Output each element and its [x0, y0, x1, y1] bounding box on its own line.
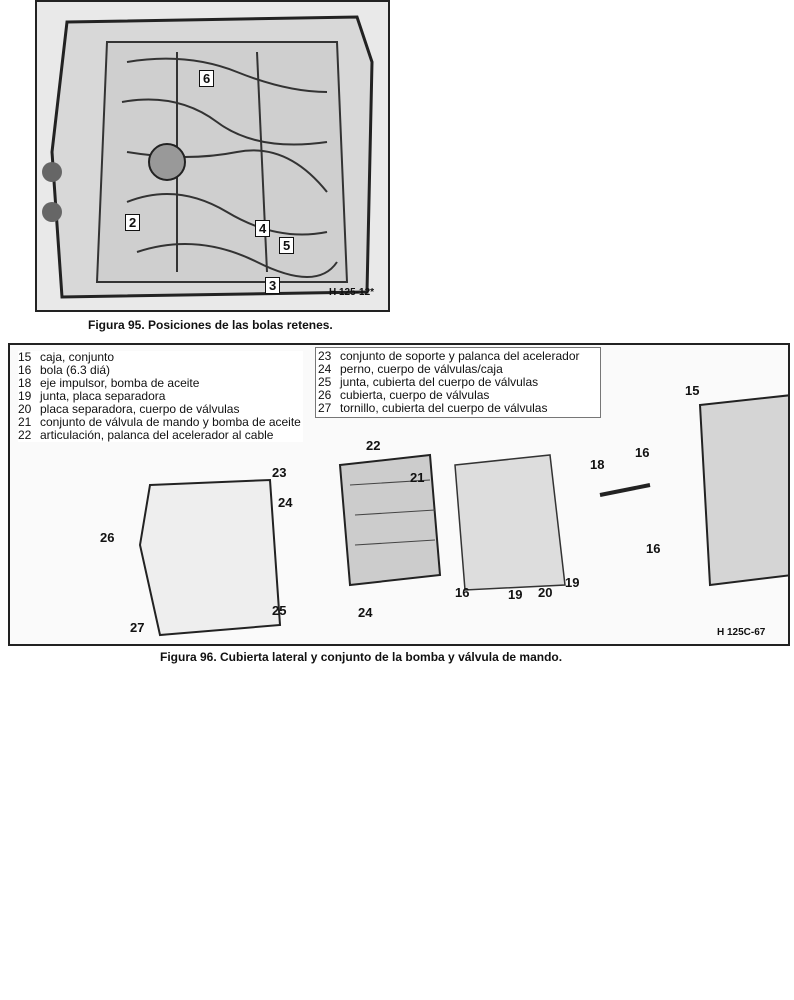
callout-24a: 24 — [278, 495, 293, 510]
legend-item: 19 junta, placa separadora — [18, 390, 303, 403]
legend-item: 23 conjunto de soporte y palanca del acel… — [318, 350, 598, 363]
legend-number: 25 — [318, 375, 332, 389]
legend-number: 19 — [18, 389, 32, 403]
legend-item: 20 placa separadora, cuerpo de válvulas — [18, 403, 303, 416]
callout-4: 4 — [255, 220, 271, 237]
callout-26: 26 — [100, 530, 115, 545]
figure-95-illustration: 6 2 4 5 3 H 125-12* — [35, 0, 390, 312]
legend-number: 18 — [18, 376, 32, 390]
legend-item: 25 junta, cubierta del cuerpo de válvulas — [318, 376, 598, 389]
callout-22: 22 — [366, 438, 381, 453]
legend-number: 21 — [18, 415, 32, 429]
callout-19b: 19 — [565, 575, 580, 590]
figure-96-illustration: 15 caja, conjunto 16 bola (6.3 diá) 18 eje … — [8, 343, 790, 646]
legend-left: 15 caja, conjunto 16 bola (6.3 diá) 18 eje … — [18, 351, 303, 442]
callout-5: 5 — [279, 237, 295, 254]
legend-text: cubierta, cuerpo de válvulas — [340, 388, 490, 402]
legend-item: 26 cubierta, cuerpo de válvulas — [318, 389, 598, 402]
legend-text: perno, cuerpo de válvulas/caja — [340, 362, 503, 376]
callout-15: 15 — [685, 383, 700, 398]
legend-text: conjunto de soporte y palanca del aceler… — [340, 349, 580, 363]
legend-text: articulación, palanca del acelerador al … — [40, 428, 274, 442]
callout-6: 6 — [199, 70, 215, 87]
legend-number: 24 — [318, 362, 332, 376]
callout-21: 21 — [410, 470, 425, 485]
valve-body-drawing — [42, 15, 374, 299]
callout-16b: 16 — [635, 445, 650, 460]
legend-number: 27 — [318, 401, 332, 415]
legend-text: junta, cubierta del cuerpo de válvulas — [340, 375, 539, 389]
legend-number: 23 — [318, 349, 332, 363]
legend-item: 16 bola (6.3 diá) — [18, 364, 303, 377]
callout-27: 27 — [130, 620, 145, 635]
figure-code: H 125-12* — [329, 287, 375, 298]
legend-item: 18 eje impulsor, bomba de aceite — [18, 377, 303, 390]
legend-number: 20 — [18, 402, 32, 416]
legend-item: 27 tornillo, cubierta del cuerpo de válvu… — [318, 402, 598, 415]
legend-text: conjunto de válvula de mando y bomba de … — [40, 415, 301, 429]
pump-valve-assembly-drawing — [138, 394, 788, 637]
callout-16a: 16 — [455, 585, 470, 600]
figure-code: H 125C-67 — [717, 627, 766, 638]
legend-number: 22 — [18, 428, 32, 442]
callout-3: 3 — [265, 277, 281, 294]
legend-right: 23 conjunto de soporte y palanca del acel… — [315, 347, 601, 418]
callout-18: 18 — [590, 457, 605, 472]
legend-text: placa separadora, cuerpo de válvulas — [40, 402, 240, 416]
legend-text: tornillo, cubierta del cuerpo de válvula… — [340, 401, 548, 415]
callout-23: 23 — [272, 465, 287, 480]
legend-number: 15 — [18, 350, 32, 364]
legend-text: junta, placa separadora — [40, 389, 166, 403]
legend-text: eje impulsor, bomba de aceite — [40, 376, 200, 390]
legend-item: 22 articulación, palanca del acelerador a… — [18, 429, 303, 442]
callout-25: 25 — [272, 603, 287, 618]
callout-19a: 19 — [508, 587, 523, 602]
legend-item: 21 conjunto de válvula de mando y bomba d… — [18, 416, 303, 429]
legend-item: 24 perno, cuerpo de válvulas/caja — [318, 363, 598, 376]
callout-16c: 16 — [646, 541, 661, 556]
callout-2: 2 — [125, 214, 141, 231]
legend-text: bola (6.3 diá) — [40, 363, 111, 377]
legend-text: caja, conjunto — [40, 350, 115, 364]
legend-number: 26 — [318, 388, 332, 402]
callout-20: 20 — [538, 585, 553, 600]
figure-95-caption: Figura 95. Posiciones de las bolas reten… — [88, 318, 333, 332]
legend-number: 16 — [18, 363, 32, 377]
callout-24b: 24 — [358, 605, 373, 620]
figure-96-caption: Figura 96. Cubierta lateral y conjunto d… — [160, 650, 563, 664]
legend-item: 15 caja, conjunto — [18, 351, 303, 364]
